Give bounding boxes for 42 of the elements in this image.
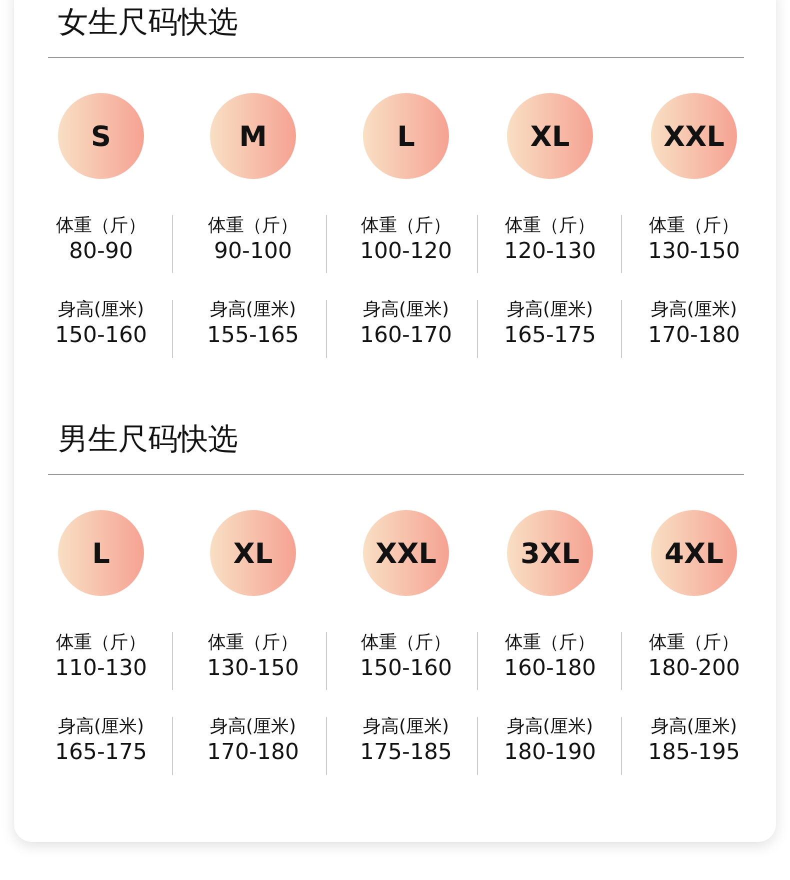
size-value: 130-150 [207, 656, 299, 681]
size-value: 120-130 [504, 239, 596, 264]
size-value: 165-175 [55, 740, 147, 765]
size-value: 90-100 [214, 239, 292, 264]
field-label: 身高(厘米) [58, 715, 144, 738]
field-label: 身高(厘米) [506, 298, 594, 321]
section-heading: 男生尺码快选 [58, 421, 238, 459]
size-value: 180-190 [504, 740, 596, 765]
size-value: 110-130 [55, 656, 147, 681]
field-label: 体重（斤） [208, 214, 298, 237]
size-value: 155-165 [207, 323, 299, 348]
field-label: 身高(厘米) [362, 715, 450, 738]
size-value: 150-160 [360, 656, 452, 681]
size-value: 185-195 [648, 740, 740, 765]
section-heading: 女生尺码快选 [58, 4, 238, 42]
field-label: 体重（斤） [56, 631, 146, 654]
size-value: 180-200 [648, 656, 740, 681]
size-value: 160-180 [504, 656, 596, 681]
field-label: 身高(厘米) [210, 715, 296, 738]
field-label: 身高(厘米) [362, 298, 450, 321]
size-value: 130-150 [648, 239, 740, 264]
field-label: 体重（斤） [505, 631, 595, 654]
field-label: 身高(厘米) [58, 298, 144, 321]
size-value: 100-120 [360, 239, 452, 264]
field-label: 体重（斤） [649, 631, 739, 654]
field-label: 体重（斤） [361, 214, 451, 237]
field-label: 体重（斤） [361, 631, 451, 654]
size-value: 170-180 [648, 323, 740, 348]
field-label: 体重（斤） [208, 631, 298, 654]
field-label: 体重（斤） [649, 214, 739, 237]
field-label: 身高(厘米) [650, 298, 738, 321]
field-label: 体重（斤） [505, 214, 595, 237]
field-label: 身高(厘米) [210, 298, 296, 321]
size-value: 150-160 [55, 323, 147, 348]
size-value: 175-185 [360, 740, 452, 765]
field-label: 身高(厘米) [506, 715, 594, 738]
size-value: 170-180 [207, 740, 299, 765]
field-label: 体重（斤） [56, 214, 146, 237]
size-value: 80-90 [69, 239, 133, 264]
field-label: 身高(厘米) [650, 715, 738, 738]
size-value: 160-170 [360, 323, 452, 348]
size-value: 165-175 [504, 323, 596, 348]
